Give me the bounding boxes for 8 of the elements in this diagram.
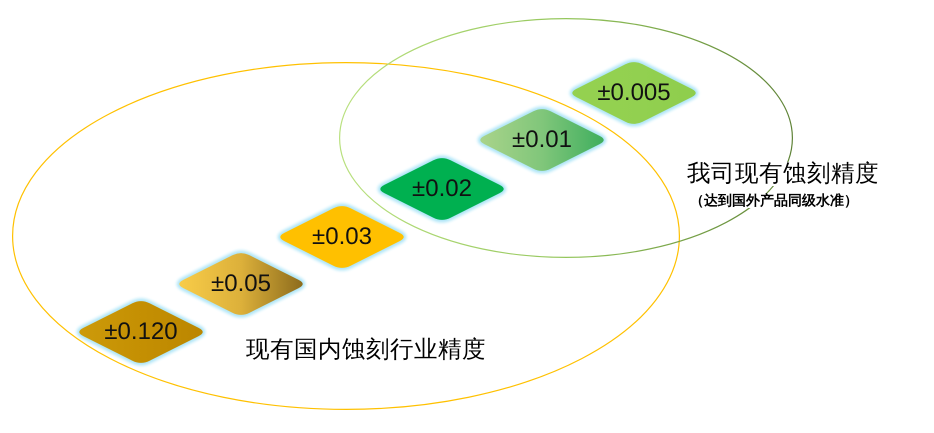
value-label: ±0.005 xyxy=(597,81,671,105)
value-label: ±0.120 xyxy=(104,320,178,344)
value-label: ±0.05 xyxy=(211,272,271,296)
value-label: ±0.02 xyxy=(412,177,472,201)
ellipse-label: 我司现有蚀刻精度 xyxy=(687,162,879,186)
value-label: ±0.01 xyxy=(512,128,572,152)
ellipse-label: 现有国内蚀刻行业精度 xyxy=(246,338,486,362)
value-label: ±0.03 xyxy=(312,225,372,249)
